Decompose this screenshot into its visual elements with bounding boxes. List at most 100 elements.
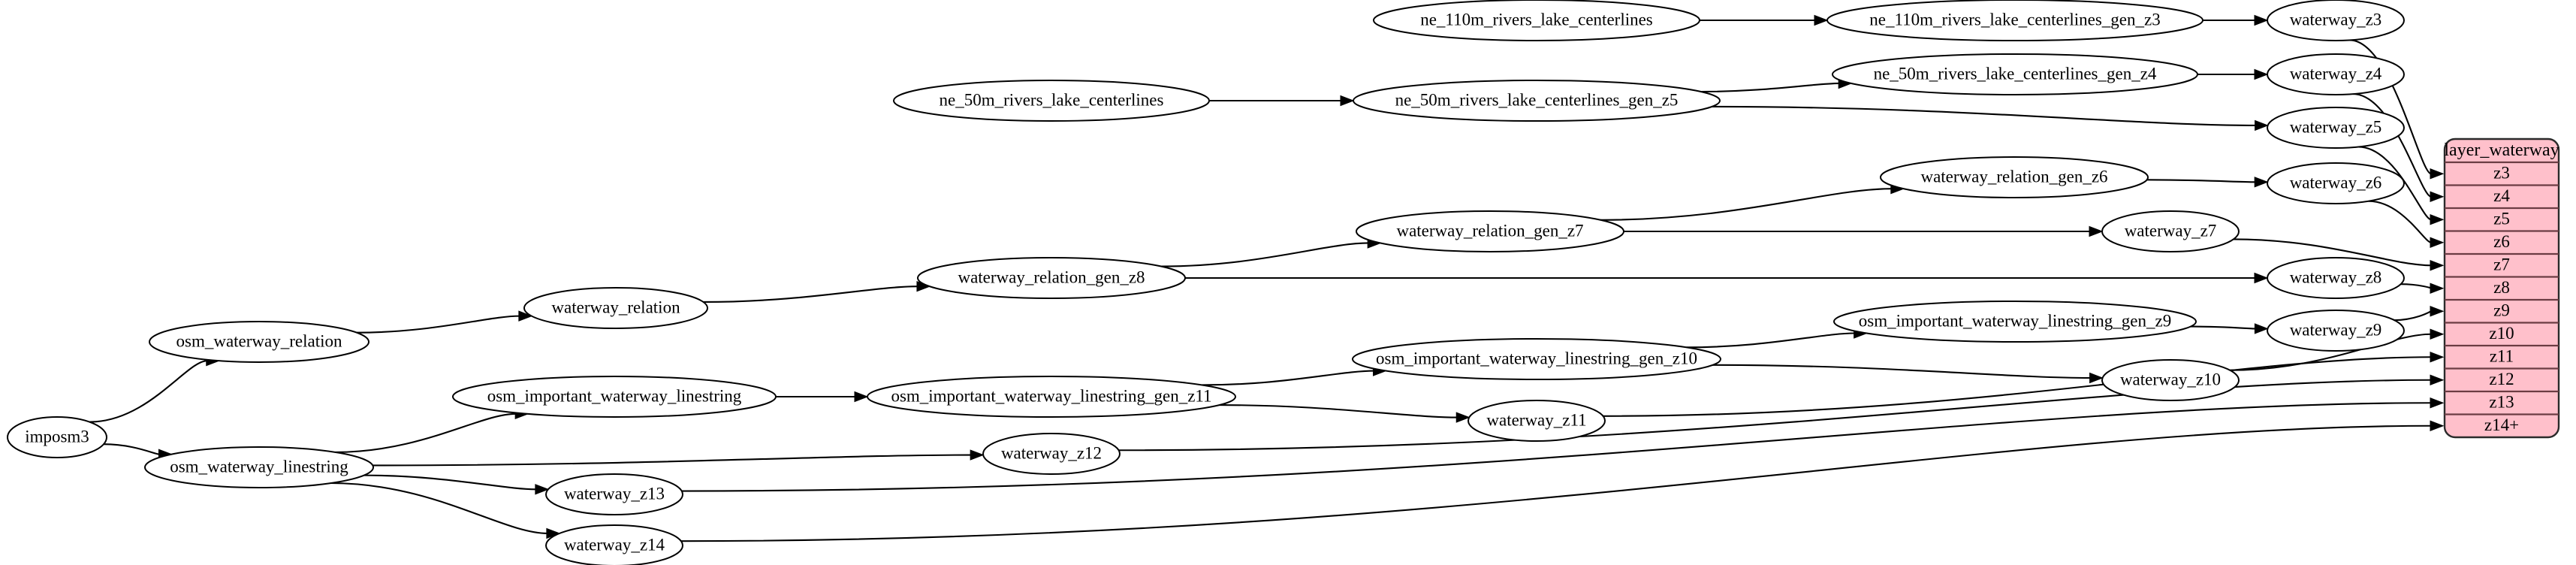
node-label-waterway_relation_gen_z8: waterway_relation_gen_z8 [958,267,1145,286]
arrowhead-waterway_z9 [2254,323,2269,334]
edge-osm_important_waterway_linestring_gen_z11-to-osm_important_waterway_linestring_gen_z10 [1202,370,1374,386]
node-label-ne_50m_rivers_lake_centerlines_gen_z4: ne_50m_rivers_lake_centerlines_gen_z4 [1874,64,2157,83]
node-waterway_z4[interactable]: waterway_z4 [2267,53,2405,95]
node-shape-osm_important_waterway_linestring_gen_z9 [1833,301,2197,343]
node-waterway_z12[interactable]: waterway_z12 [982,433,1121,475]
layer-table-cell-z10: z10 [2489,324,2514,343]
edge-osm_waterway_linestring-to-waterway_z14 [330,482,547,534]
node-label-ne_50m_rivers_lake_centerlines: ne_50m_rivers_lake_centerlines [940,90,1164,109]
layer-table-cell-z14+: z14+ [2484,415,2519,434]
layer-table-row-z9[interactable]: z9 [2445,300,2559,323]
node-label-waterway_z14: waterway_z14 [564,535,665,554]
node-waterway_z13[interactable]: waterway_z13 [545,473,683,515]
edges-layer [89,14,2445,542]
node-imposm3[interactable]: imposm3 [7,416,107,458]
arrowhead-layer_waterway_z6 [2430,237,2445,248]
node-shape-waterway_relation_gen_z6 [1880,156,2149,198]
node-osm_waterway_relation[interactable]: osm_waterway_relation [149,321,370,363]
node-shape-waterway_relation_gen_z7 [1356,210,1624,252]
node-osm_waterway_linestring[interactable]: osm_waterway_linestring [144,446,374,488]
node-label-waterway_relation: waterway_relation [551,298,680,316]
node-label-waterway_z6: waterway_z6 [2290,173,2382,192]
node-osm_important_waterway_linestring[interactable]: osm_important_waterway_linestring [452,376,777,418]
node-shape-waterway_z8 [2267,257,2405,299]
node-label-waterway_z13: waterway_z13 [564,484,665,503]
node-waterway_z9[interactable]: waterway_z9 [2267,310,2405,352]
node-label-ne_110m_rivers_lake_centerlines_gen_z3: ne_110m_rivers_lake_centerlines_gen_z3 [1869,10,2160,29]
node-shape-waterway_z9 [2267,310,2405,352]
edge-osm_waterway_linestring-to-waterway_z13 [363,474,536,491]
layer-table-row-z5[interactable]: z5 [2445,208,2559,231]
node-ne_50m_rivers_lake_centerlines[interactable]: ne_50m_rivers_lake_centerlines [893,80,1210,122]
arrowhead-ne_50m_rivers_lake_centerlines_gen_z5 [1340,95,1355,107]
edge-waterway_z9-to-layer_waterway_z9 [2394,310,2432,322]
arrowhead-layer_waterway_z10 [2430,328,2445,340]
layer-table-row-z6[interactable]: z6 [2445,231,2559,255]
arrowhead-waterway_z12 [970,449,985,461]
node-waterway_z11[interactable]: waterway_z11 [1467,400,1606,442]
layer-table-row-z11[interactable]: z11 [2445,346,2559,369]
layer-table-title: layer_waterway [2444,140,2559,160]
arrowhead-waterway_z11 [1455,412,1470,423]
node-waterway_z3[interactable]: waterway_z3 [2267,0,2405,41]
edge-osm_waterway_relation-to-waterway_relation [356,315,520,334]
node-osm_important_waterway_linestring_gen_z11[interactable]: osm_important_waterway_linestring_gen_z1… [867,376,1236,418]
nodes-layer: imposm3 osm_waterway_relation osm_waterway… [7,0,2405,565]
node-label-waterway_z8: waterway_z8 [2290,267,2382,286]
edge-osm_important_waterway_linestring_gen_z10-to-waterway_z10 [1712,364,2091,379]
layer-table-row-z7[interactable]: z7 [2445,254,2559,277]
node-shape-ne_50m_rivers_lake_centerlines_gen_z4 [1832,53,2198,95]
node-waterway_z6[interactable]: waterway_z6 [2267,162,2405,204]
node-waterway_z10[interactable]: waterway_z10 [2101,359,2240,401]
node-label-waterway_z4: waterway_z4 [2290,64,2382,83]
node-label-osm_waterway_relation: osm_waterway_relation [176,331,342,350]
node-osm_important_waterway_linestring_gen_z10[interactable]: osm_important_waterway_linestring_gen_z1… [1352,338,1721,380]
node-waterway_z14[interactable]: waterway_z14 [545,524,683,565]
layer-table-row-z4[interactable]: z4 [2445,186,2559,209]
arrowhead-layer_waterway_z8 [2430,282,2445,294]
layer-table-cell-z8: z8 [2493,278,2510,297]
edge-waterway_z3-to-layer_waterway_z3 [2349,39,2432,175]
node-osm_important_waterway_linestring_gen_z9[interactable]: osm_important_waterway_linestring_gen_z9 [1833,301,2197,343]
node-label-osm_important_waterway_linestring: osm_important_waterway_linestring [487,386,742,405]
node-ne_50m_rivers_lake_centerlines_gen_z4[interactable]: ne_50m_rivers_lake_centerlines_gen_z4 [1832,53,2198,95]
node-shape-osm_important_waterway_linestring [452,376,777,418]
node-shape-waterway_z5 [2267,107,2405,149]
arrowhead-waterway_z4 [2254,68,2269,80]
node-waterway_relation_gen_z7[interactable]: waterway_relation_gen_z7 [1356,210,1624,252]
node-waterway_z7[interactable]: waterway_z7 [2101,210,2240,252]
arrowhead-waterway_z5 [2255,119,2269,131]
node-shape-waterway_z7 [2101,210,2240,252]
node-waterway_relation[interactable]: waterway_relation [523,287,708,329]
edge-osm_important_waterway_linestring_gen_z9-to-waterway_z9 [2190,325,2256,330]
node-waterway_z5[interactable]: waterway_z5 [2267,107,2405,149]
node-shape-ne_110m_rivers_lake_centerlines_gen_z3 [1826,0,2203,41]
layer-table-row-z13[interactable]: z13 [2445,391,2559,415]
edge-ne_50m_rivers_lake_centerlines_gen_z5-to-waterway_z5 [1712,105,2256,126]
node-ne_110m_rivers_lake_centerlines_gen_z3[interactable]: ne_110m_rivers_lake_centerlines_gen_z3 [1826,0,2203,41]
arrowhead-layer_waterway_z4 [2430,191,2445,202]
node-label-waterway_z10: waterway_z10 [2120,370,2221,388]
node-ne_50m_rivers_lake_centerlines_gen_z5[interactable]: ne_50m_rivers_lake_centerlines_gen_z5 [1353,80,1721,122]
layer-table-row-z12[interactable]: z12 [2445,369,2559,392]
node-waterway_relation_gen_z6[interactable]: waterway_relation_gen_z6 [1880,156,2149,198]
layer-table-row-z8[interactable]: z8 [2445,277,2559,301]
node-shape-waterway_z11 [1467,400,1606,442]
layer-table-row-z14+[interactable]: z14+ [2445,415,2559,438]
layer-table-cell-z11: z11 [2490,347,2514,366]
layer-table-row-z3[interactable]: z3 [2445,162,2559,186]
node-shape-waterway_z4 [2267,53,2405,95]
edge-waterway_z11-to-layer_waterway_z11 [1603,356,2432,417]
edge-osm_waterway_linestring-to-osm_important_waterway_linestring [335,412,517,453]
arrowhead-layer_waterway_z7 [2430,260,2445,271]
node-ne_110m_rivers_lake_centerlines[interactable]: ne_110m_rivers_lake_centerlines [1373,0,1700,41]
node-label-waterway_z9: waterway_z9 [2290,320,2382,339]
node-waterway_z8[interactable]: waterway_z8 [2267,257,2405,299]
edge-waterway_relation_gen_z6-to-waterway_z6 [2146,179,2256,183]
node-label-waterway_z7: waterway_z7 [2125,221,2217,240]
arrowhead-layer_waterway_z5 [2430,214,2445,225]
layer-table-row-z10[interactable]: z10 [2445,323,2559,346]
node-waterway_relation_gen_z8[interactable]: waterway_relation_gen_z8 [917,257,1186,299]
node-shape-waterway_relation [523,287,708,329]
